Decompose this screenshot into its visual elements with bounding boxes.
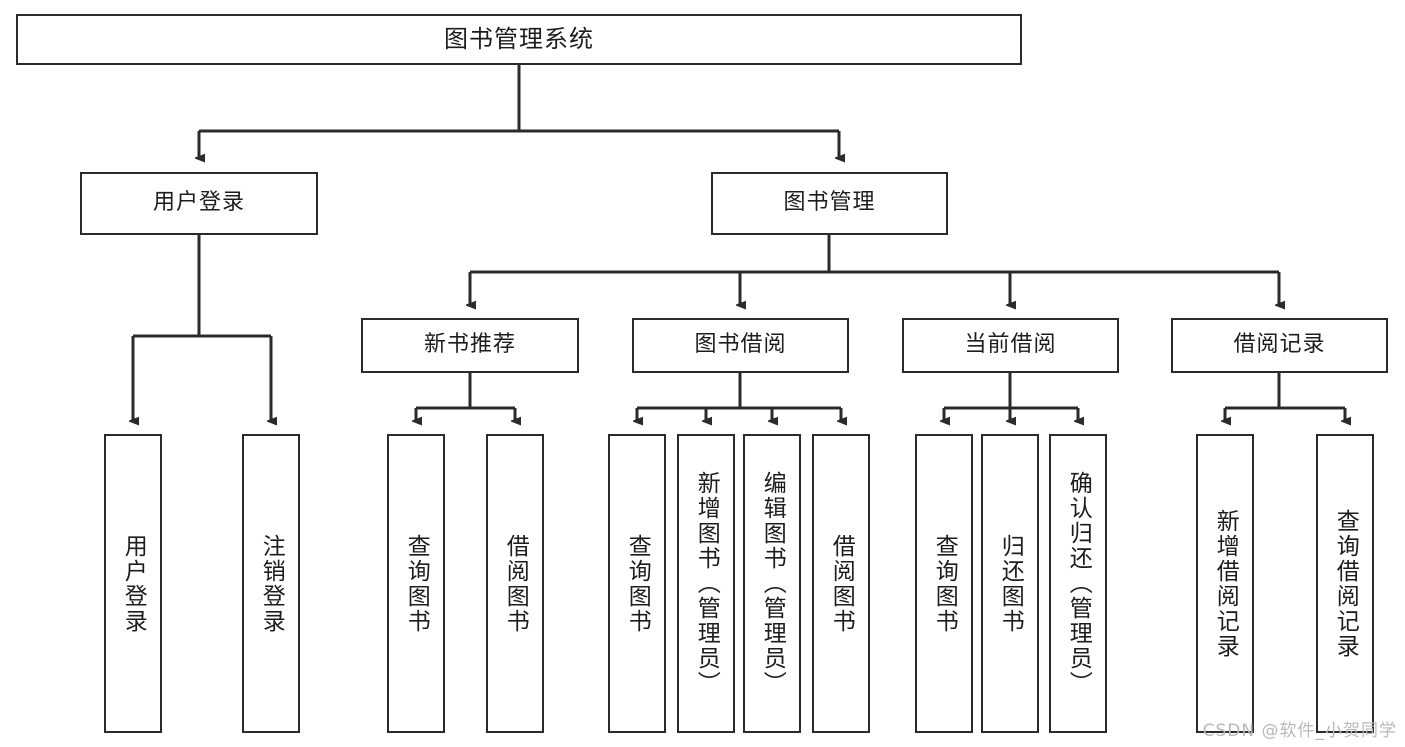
node-label: 查询借阅记录 <box>1332 508 1359 659</box>
node-leaf-confirm-return[interactable]: 确认归还（管理员） <box>1049 434 1107 733</box>
node-label: 当前借阅 <box>964 332 1057 358</box>
node-label: 借阅图书 <box>828 533 855 634</box>
node-label: 借阅图书 <box>502 533 529 634</box>
node-leaf-borrow-book-2[interactable]: 借阅图书 <box>812 434 870 733</box>
node-leaf-borrow-book-1[interactable]: 借阅图书 <box>486 434 544 733</box>
node-leaf-add-record[interactable]: 新增借阅记录 <box>1196 434 1254 733</box>
csdn-watermark: CSDN @软件_小贺同学 <box>1202 721 1397 741</box>
node-current-borrow[interactable]: 当前借阅 <box>902 318 1119 373</box>
node-label: 新书推荐 <box>423 332 516 358</box>
node-leaf-logout[interactable]: 注销登录 <box>242 434 300 733</box>
node-label: 新增借阅记录 <box>1212 508 1239 659</box>
node-label: 用户登录 <box>120 533 147 634</box>
node-leaf-add-book[interactable]: 新增图书（管理员） <box>677 434 735 733</box>
node-label: 查询图书 <box>403 533 430 634</box>
node-leaf-edit-book[interactable]: 编辑图书（管理员） <box>743 434 801 733</box>
node-label: 编辑图书（管理员） <box>759 471 786 696</box>
node-root-system[interactable]: 图书管理系统 <box>16 14 1022 65</box>
node-label: 确认归还（管理员） <box>1065 471 1092 696</box>
node-label: 图书管理系统 <box>444 25 594 54</box>
node-leaf-query-record[interactable]: 查询借阅记录 <box>1316 434 1374 733</box>
node-leaf-query-book-3[interactable]: 查询图书 <box>915 434 973 733</box>
node-label: 借阅记录 <box>1233 332 1326 358</box>
node-leaf-return-book[interactable]: 归还图书 <box>981 434 1039 733</box>
node-label: 查询图书 <box>624 533 651 634</box>
node-label: 注销登录 <box>258 533 285 634</box>
node-label: 图书管理 <box>783 190 876 216</box>
node-label: 查询图书 <box>931 533 958 634</box>
node-book-borrow[interactable]: 图书借阅 <box>632 318 849 373</box>
node-leaf-user-login[interactable]: 用户登录 <box>104 434 162 733</box>
node-borrow-record[interactable]: 借阅记录 <box>1171 318 1388 373</box>
node-label: 新增图书（管理员） <box>693 471 720 696</box>
node-leaf-query-book-2[interactable]: 查询图书 <box>608 434 666 733</box>
node-label: 图书借阅 <box>694 332 787 358</box>
node-label: 用户登录 <box>152 190 245 216</box>
node-user-login[interactable]: 用户登录 <box>80 172 318 235</box>
node-leaf-query-book-1[interactable]: 查询图书 <box>387 434 445 733</box>
node-new-book-recommend[interactable]: 新书推荐 <box>361 318 579 373</box>
node-label: 归还图书 <box>997 533 1024 634</box>
node-book-manage[interactable]: 图书管理 <box>711 172 948 235</box>
